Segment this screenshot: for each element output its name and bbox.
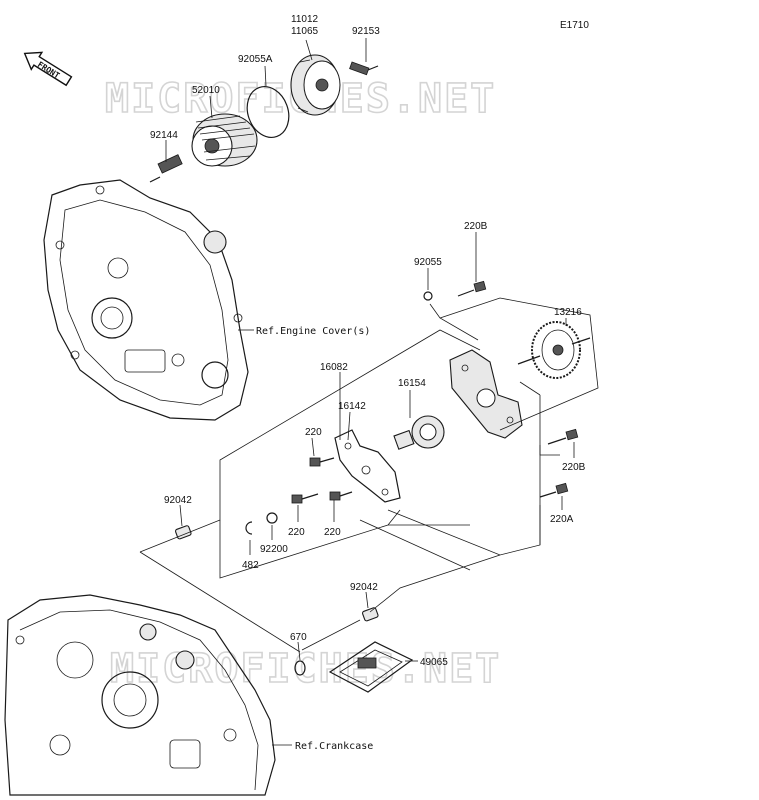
assembly-outline (139, 297, 599, 653)
watermark-bottom: MICROFICHES.NET (110, 646, 501, 692)
bolt-92153 (349, 61, 379, 76)
oil-filter (191, 113, 258, 167)
crankcase (4, 594, 276, 796)
bolt-220b-top (457, 280, 487, 297)
ref-crankcase: Ref.Crankcase (295, 741, 373, 752)
circlip-482 (245, 521, 253, 535)
label-92055a: 92055A (238, 54, 273, 65)
screws-220 (291, 457, 353, 504)
bolt-220b-right (547, 428, 579, 445)
dowel-pin-lower (362, 607, 379, 622)
pump-gear (517, 321, 591, 379)
label-92055: 92055 (414, 257, 442, 268)
pump-cover-plate (334, 429, 401, 503)
label-11012: 11012 (291, 14, 319, 25)
label-220b-right: 220B (562, 462, 586, 473)
o-ring (246, 86, 290, 138)
label-11065: 11065 (291, 26, 319, 37)
part-labels: 11012 11065 92153 92055A 52010 92144 920… (150, 14, 586, 668)
engine-cover (43, 179, 249, 421)
dowel-pin-left (175, 525, 192, 540)
label-92042-left: 92042 (164, 495, 192, 506)
spring-92144 (149, 154, 183, 183)
label-16154: 16154 (398, 378, 426, 389)
washer-92055 (423, 291, 433, 301)
label-220a: 220A (550, 514, 574, 525)
label-49065: 49065 (420, 657, 448, 668)
label-220-b: 220 (288, 527, 305, 538)
bolt-220a (539, 482, 569, 498)
label-220-c: 220 (324, 527, 341, 538)
label-92144: 92144 (150, 130, 178, 141)
pump-rotor (393, 415, 445, 450)
ref-engine-cover: Ref.Engine Cover(s) (256, 326, 370, 337)
leader-lines (165, 38, 575, 746)
label-92042-low: 92042 (350, 582, 378, 593)
label-92200: 92200 (260, 544, 288, 555)
label-482: 482 (242, 560, 259, 571)
o-ring-670 (294, 660, 306, 676)
label-670: 670 (290, 632, 307, 643)
label-16082: 16082 (320, 362, 348, 373)
pump-body (449, 349, 523, 439)
label-16142: 16142 (338, 401, 366, 412)
label-220b-top: 220B (464, 221, 488, 232)
front-arrow-icon: FRONT (23, 51, 73, 87)
label-92153: 92153 (352, 26, 380, 37)
label-52010: 52010 (192, 85, 220, 96)
label-220-a: 220 (305, 427, 322, 438)
washer-92200 (266, 512, 278, 524)
diagram-code: E1710 (560, 20, 589, 31)
label-13216: 13216 (554, 307, 582, 318)
oil-screen (328, 641, 414, 693)
filter-cap (290, 54, 341, 116)
